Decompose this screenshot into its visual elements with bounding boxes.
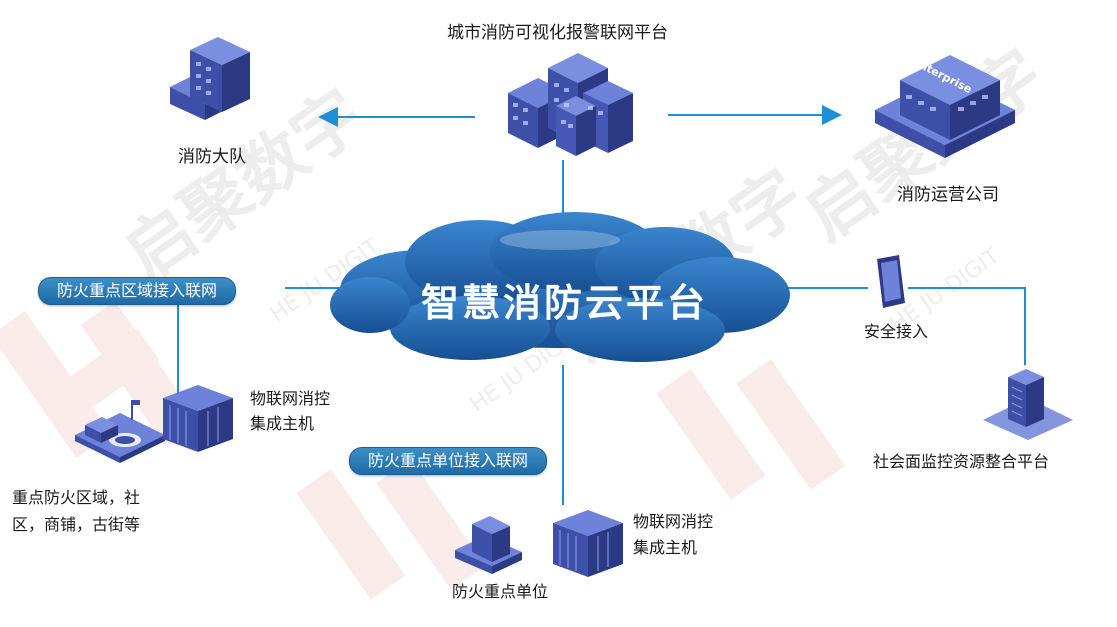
iot-host-bottom-label1: 物联网消控 bbox=[633, 512, 714, 531]
tablet-icon bbox=[877, 255, 905, 308]
city-platform-label: 城市消防可视化报警联网平台 bbox=[447, 23, 668, 43]
area-access-pill: 防火重点区域接入联网 bbox=[38, 277, 237, 305]
fire-brigade-building-icon bbox=[170, 37, 250, 120]
unit-access-pill: 防火重点单位接入联网 bbox=[349, 447, 548, 475]
district-icon bbox=[75, 400, 165, 463]
secure-access-label: 安全接入 bbox=[864, 322, 929, 341]
iot-host-left-label1: 物联网消控 bbox=[250, 389, 331, 408]
social-platform-label: 社会面监控资源整合平台 bbox=[873, 452, 1050, 471]
server-tower-icon bbox=[983, 369, 1073, 440]
line-access-social bbox=[908, 287, 1026, 365]
fire-brigade-label: 消防大队 bbox=[178, 147, 246, 167]
operator-building-icon: Enterprise bbox=[875, 55, 1015, 158]
iot-host-bottom-icon bbox=[553, 510, 623, 577]
key-unit-label: 防火重点单位 bbox=[452, 582, 549, 601]
area-desc-line1: 重点防火区域，社 bbox=[12, 488, 141, 507]
operator-label: 消防运营公司 bbox=[897, 185, 999, 205]
city-buildings-icon bbox=[508, 53, 633, 156]
area-desc-line2: 区，商铺，古街等 bbox=[12, 515, 141, 534]
iot-host-left-label2: 集成主机 bbox=[250, 414, 315, 433]
key-unit-building-icon bbox=[455, 516, 522, 574]
iot-host-bottom-label2: 集成主机 bbox=[633, 538, 698, 557]
center-platform-title: 智慧消防云平台 bbox=[420, 281, 708, 325]
iot-host-left-icon bbox=[163, 385, 233, 452]
